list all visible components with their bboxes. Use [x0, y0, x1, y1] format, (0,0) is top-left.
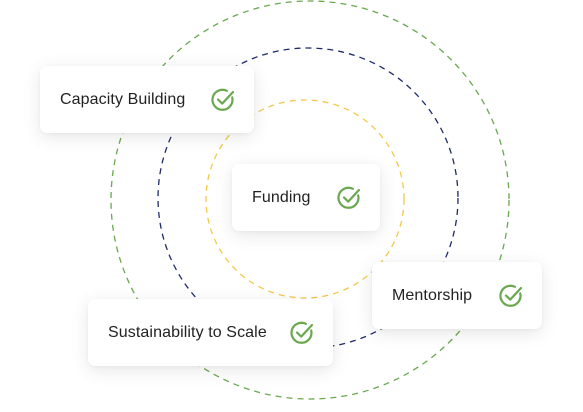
card-label: Capacity Building — [60, 90, 186, 108]
card-label: Mentorship — [392, 286, 473, 304]
card-capacity-building: Capacity Building — [40, 66, 254, 133]
card-funding: Funding — [232, 164, 380, 231]
card-label: Sustainability to Scale — [108, 323, 267, 341]
check-circle-icon — [337, 186, 361, 209]
ring-outer — [110, 0, 510, 400]
card-sustainability-to-scale: Sustainability to Scale — [88, 299, 333, 366]
ring-inner — [205, 99, 405, 299]
check-circle-icon — [290, 321, 314, 344]
card-label: Funding — [252, 188, 311, 206]
check-circle-icon — [499, 284, 523, 307]
card-mentorship: Mentorship — [372, 262, 542, 329]
check-circle-icon — [211, 88, 235, 111]
